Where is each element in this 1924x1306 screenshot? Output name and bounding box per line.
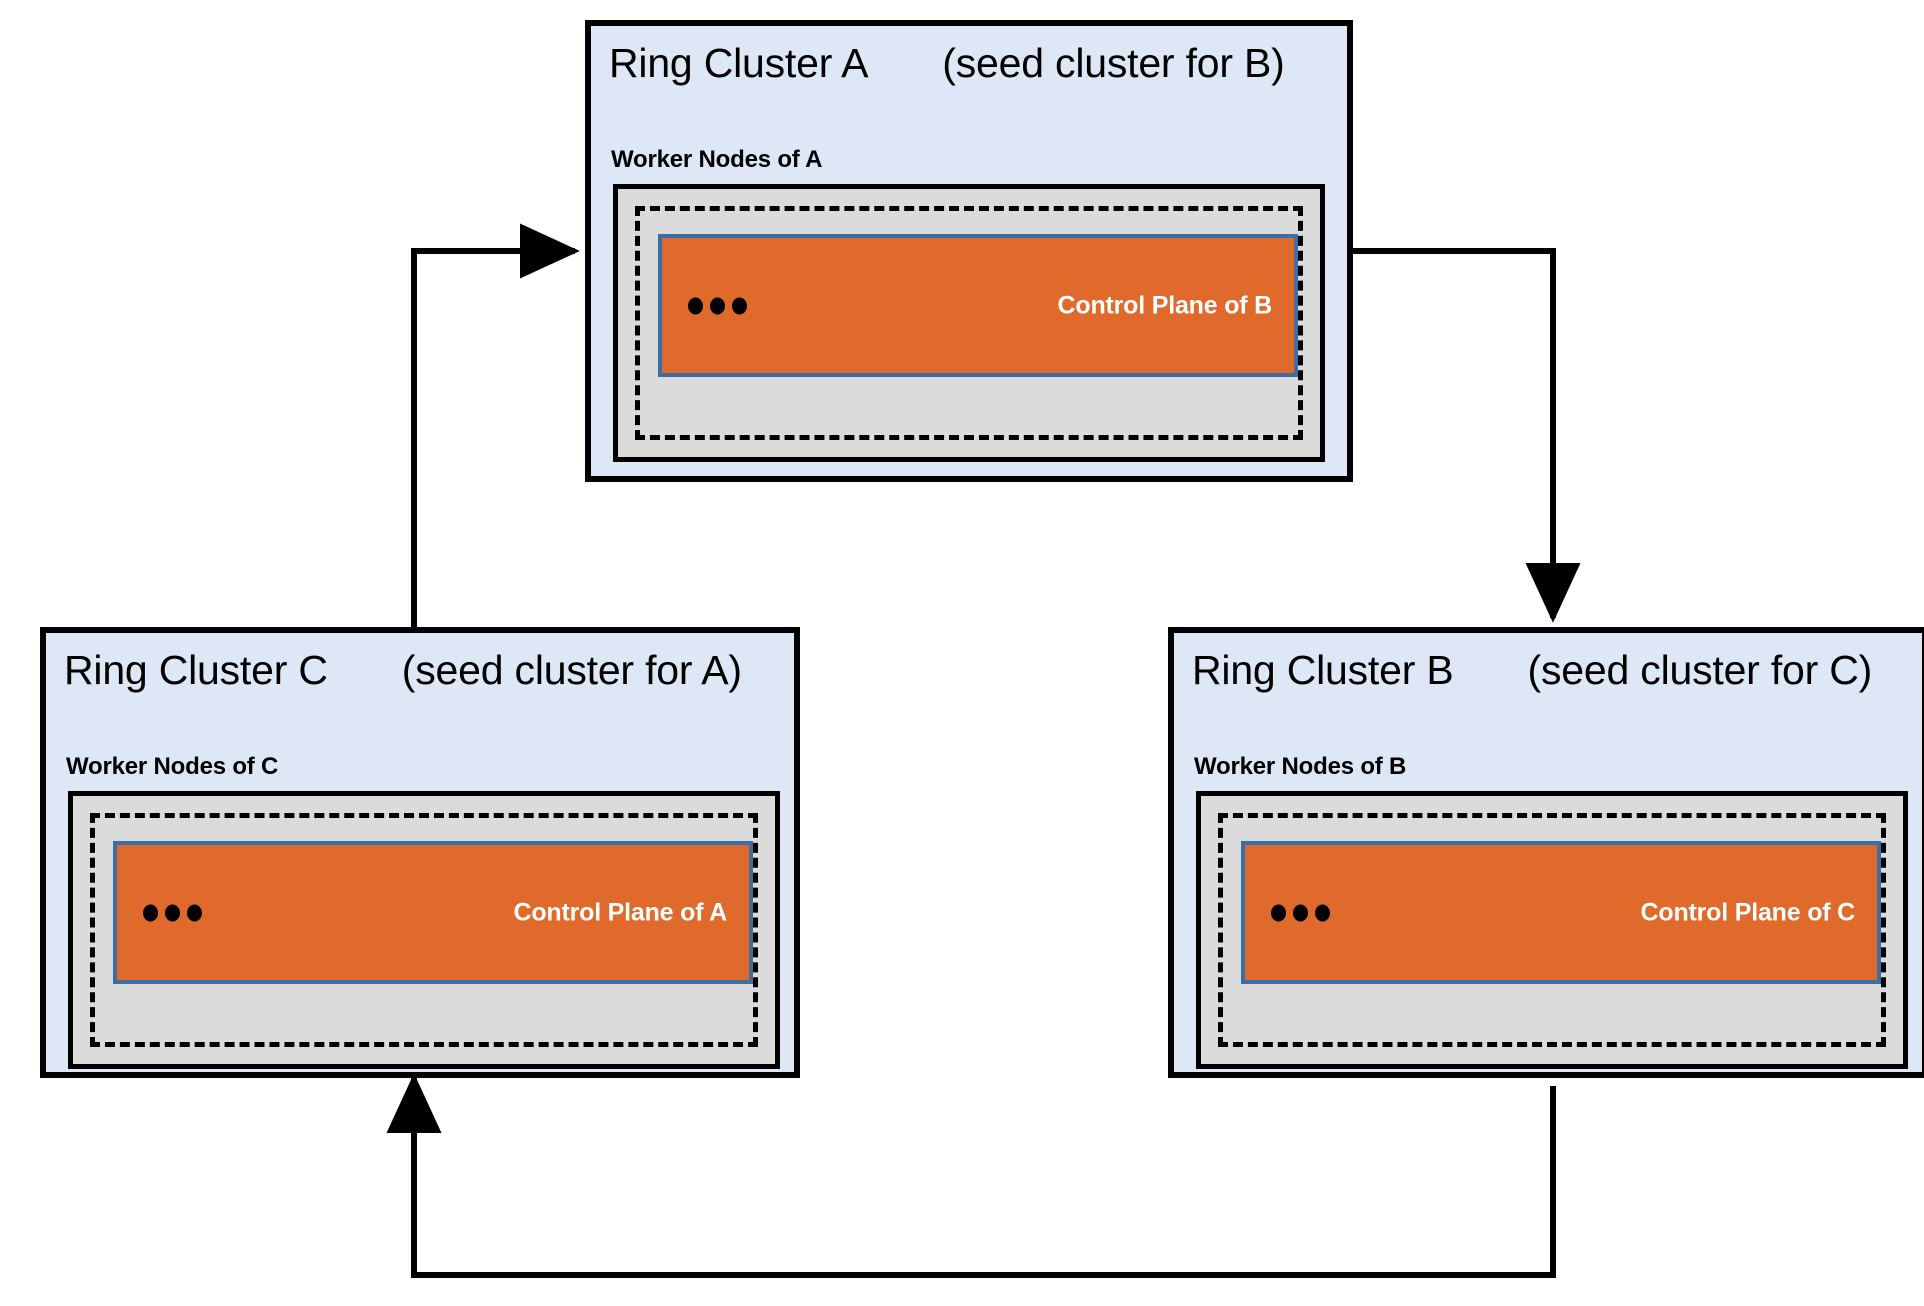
cluster-b-worker-label: Worker Nodes of B xyxy=(1194,753,1407,780)
cluster-c-seed-note: (seed cluster for A) xyxy=(401,647,742,693)
cluster-c[interactable]: Ring Cluster C (seed cluster for A) Work… xyxy=(40,627,800,1078)
cluster-a-seed-note: (seed cluster for B) xyxy=(942,40,1285,86)
cluster-c-control-plane-label: Control Plane of A xyxy=(513,898,727,926)
arrow-c-to-a xyxy=(411,223,580,627)
cluster-a-control-plane[interactable]: Control Plane of B xyxy=(658,234,1298,377)
cluster-b-control-plane[interactable]: Control Plane of C xyxy=(1241,841,1881,984)
cluster-b-ellipsis-icon xyxy=(1271,904,1330,921)
cluster-c-name: Ring Cluster C xyxy=(64,647,328,693)
cluster-a-control-plane-label: Control Plane of B xyxy=(1057,291,1273,319)
cluster-a-dashed-boundary xyxy=(635,206,1303,440)
cluster-c-control-plane[interactable]: Control Plane of A xyxy=(113,841,753,984)
cluster-c-worker-label: Worker Nodes of C xyxy=(66,753,279,780)
cluster-c-title: Ring Cluster C (seed cluster for A) xyxy=(64,647,742,693)
arrow-b-to-c xyxy=(386,1073,1556,1278)
cluster-c-dashed-boundary xyxy=(90,813,758,1047)
cluster-a-ellipsis-icon xyxy=(688,297,747,314)
cluster-c-ellipsis-icon xyxy=(143,904,202,921)
cluster-a-title: Ring Cluster A (seed cluster for B) xyxy=(609,40,1285,86)
cluster-b-control-plane-label: Control Plane of C xyxy=(1640,898,1856,926)
cluster-b-name: Ring Cluster B xyxy=(1192,647,1454,693)
cluster-a[interactable]: Ring Cluster A (seed cluster for B) Work… xyxy=(585,20,1353,482)
cluster-b-worker-band: Control Plane of C xyxy=(1196,791,1908,1069)
cluster-a-name: Ring Cluster A xyxy=(609,40,869,86)
cluster-b-title: Ring Cluster B (seed cluster for C) xyxy=(1192,647,1872,693)
arrow-a-to-b xyxy=(1353,248,1581,623)
cluster-b-dashed-boundary xyxy=(1218,813,1886,1047)
cluster-b-seed-note: (seed cluster for C) xyxy=(1527,647,1873,693)
cluster-a-worker-band: Control Plane of B xyxy=(613,184,1325,462)
cluster-c-worker-band: Control Plane of A xyxy=(68,791,780,1069)
cluster-b[interactable]: Ring Cluster B (seed cluster for C) Work… xyxy=(1168,627,1924,1078)
cluster-a-worker-label: Worker Nodes of A xyxy=(611,146,823,173)
